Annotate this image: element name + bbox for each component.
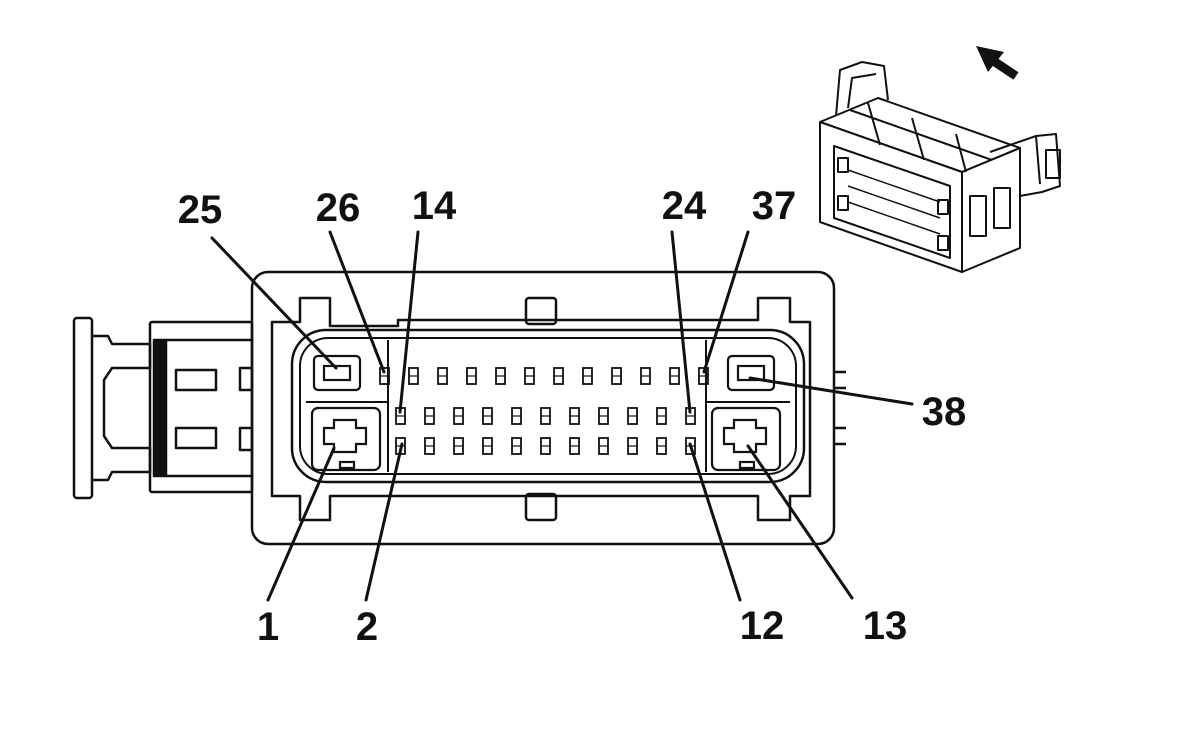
- pin-label-38: 38: [921, 390, 967, 434]
- connector-housing: [270, 296, 812, 522]
- pin-rows: [379, 367, 709, 455]
- leader-12: [688, 442, 742, 602]
- pin-label-1: 1: [256, 605, 280, 649]
- arrow-up-left-icon: [976, 46, 1019, 80]
- connector-face: [250, 270, 846, 546]
- pin-label-13: 13: [862, 604, 908, 648]
- leader-14: [398, 230, 420, 414]
- side-latch: [72, 316, 254, 500]
- leader-1: [266, 446, 336, 602]
- pin-label-2: 2: [355, 605, 379, 649]
- leader-lines: [210, 230, 914, 602]
- bottom-key: [524, 492, 558, 522]
- connector-isometric-icon: [819, 61, 1061, 273]
- leader-25: [210, 236, 338, 370]
- pin-label-26: 26: [315, 186, 361, 230]
- pin-label-14: 14: [411, 184, 457, 228]
- pin-label-25: 25: [177, 188, 223, 232]
- pin-1: [310, 406, 382, 472]
- leader-24: [670, 230, 692, 414]
- pin-label-37: 37: [751, 184, 797, 228]
- pin-label-12: 12: [739, 604, 785, 648]
- top-key: [524, 296, 558, 326]
- pin-38: [726, 354, 776, 392]
- leader-26: [328, 230, 386, 374]
- pin-cavity: [290, 328, 806, 484]
- corner-cavities: [310, 354, 782, 472]
- pin-label-24: 24: [661, 184, 707, 228]
- pin-13: [710, 406, 782, 472]
- leader-13: [746, 444, 854, 600]
- leader-38: [748, 376, 914, 406]
- pin-25: [312, 354, 362, 392]
- leader-2: [364, 442, 404, 602]
- leader-37: [702, 230, 750, 374]
